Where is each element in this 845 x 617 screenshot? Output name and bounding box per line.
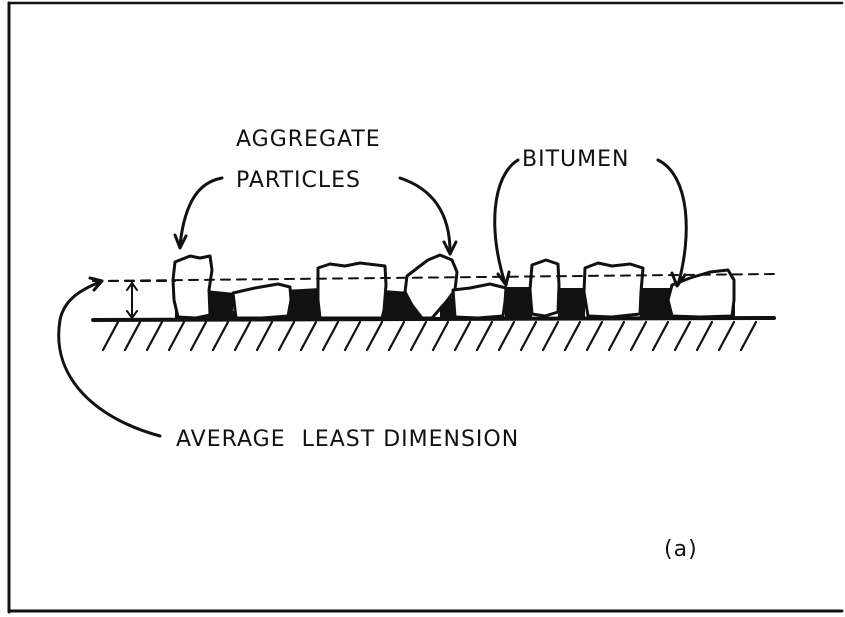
particle [451,282,508,320]
average-level-line [92,273,775,282]
aggregate-particles [171,253,736,320]
particle [316,261,388,320]
particle [231,282,293,320]
dimension-marker [126,282,138,319]
aggregate-label-line2: PARTICLES [236,168,361,193]
diagram-frame [7,1,844,614]
panel-label: (a) [664,537,698,562]
leader-arrows [57,158,688,438]
average-least-dimension-label: AVERAGE LEAST DIMENSION [176,427,519,452]
particle [171,254,214,320]
bitumen-label: BITUMEN [522,147,629,172]
substrate-surface [91,316,776,352]
particle [666,268,736,319]
aggregate-label-line1: AGGREGATE [236,127,381,152]
particle [582,261,645,319]
particle [528,258,561,318]
